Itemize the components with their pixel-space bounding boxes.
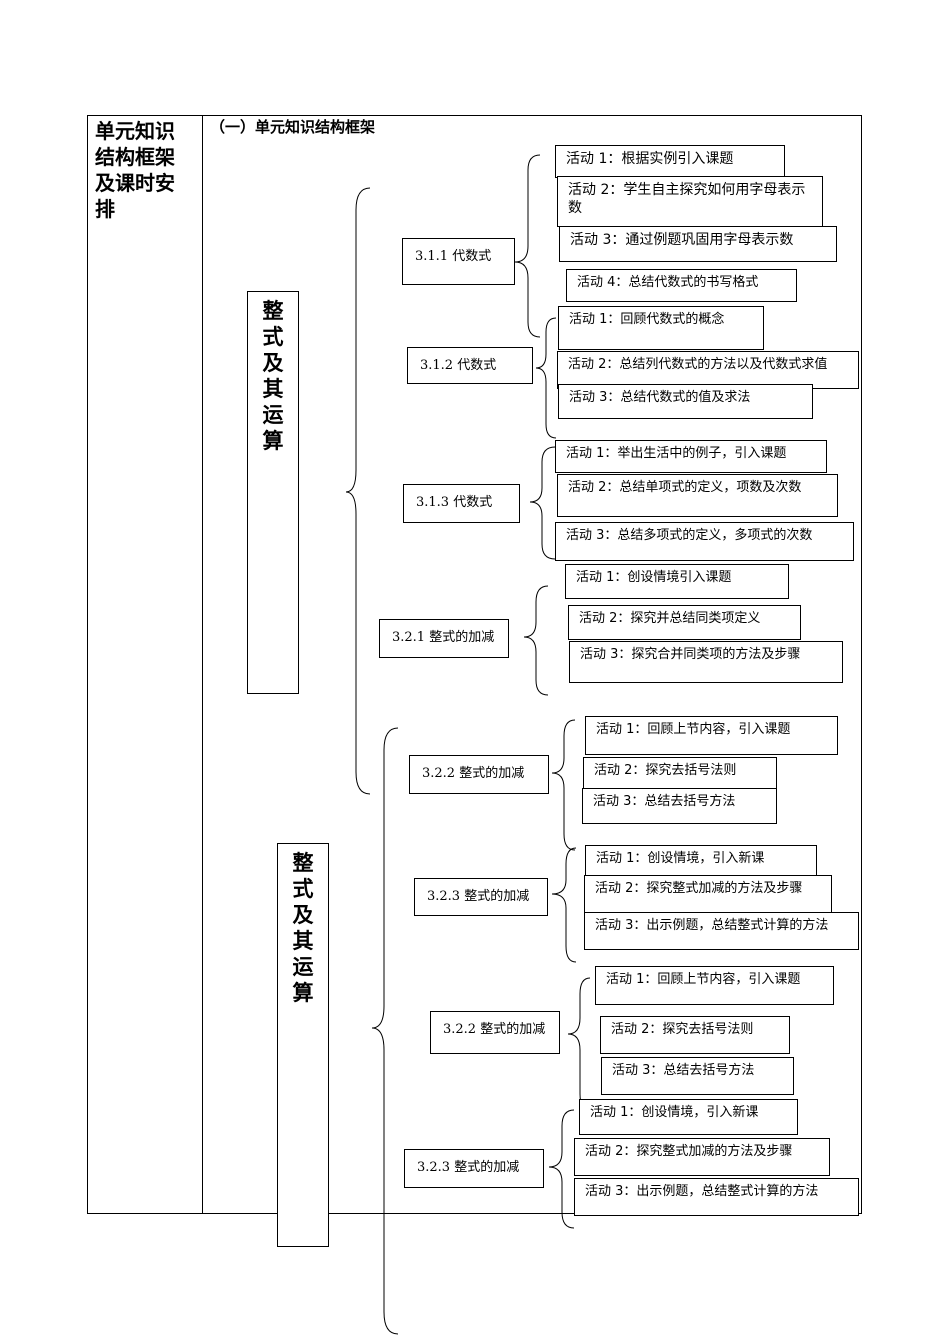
activity-box: 活动 4：总结代数式的书写格式	[566, 269, 797, 302]
main-title-char: 式	[262, 325, 284, 349]
section-heading: （一）单元知识结构框架	[210, 118, 376, 136]
section-brace-313	[529, 446, 556, 560]
activity-box: 活动 3：出示例题，总结整式计算的方法	[584, 912, 859, 950]
main-title-char: 式	[292, 877, 314, 901]
main-title-integral-expressions: 整 式 及 其 运 算	[247, 291, 299, 694]
main-title-char: 整	[292, 851, 314, 875]
activity-box: 活动 1：回顾代数式的概念	[558, 306, 764, 350]
row-header-line: 单元知识	[95, 119, 175, 143]
section-box-3-1-2: 3.1.2 代数式	[407, 347, 533, 384]
section-brace-321	[523, 585, 549, 696]
section-box-3-2-1: 3.2.1 整式的加减	[379, 619, 509, 658]
activity-box: 活动 1：创设情境引入课题	[565, 564, 789, 599]
main-title-char: 运	[292, 955, 314, 979]
activity-box: 活动 2：总结单项式的定义，项数及次数	[557, 474, 838, 517]
activity-box: 活动 1：回顾上节内容，引入课题	[595, 966, 834, 1005]
row-header-line: 排	[95, 197, 115, 221]
table-top-border	[87, 115, 862, 116]
main-title-char: 及	[262, 351, 284, 375]
section-brace-311	[514, 154, 541, 338]
main-title-char: 运	[262, 403, 284, 427]
activity-box: 活动 2：探究整式加减的方法及步骤	[584, 875, 832, 913]
section-box-3-2-3: 3.2.3 整式的加减	[414, 878, 548, 916]
activity-box: 活动 1：举出生活中的例子，引入课题	[555, 440, 827, 473]
row-header: 单元知识 结构框架 及课时安 排	[95, 118, 195, 222]
main-brace-2	[371, 727, 399, 1335]
main-title-char: 及	[292, 903, 314, 927]
main-brace-1	[345, 187, 371, 795]
activity-box: 活动 3：出示例题，总结整式计算的方法	[574, 1178, 859, 1216]
section-box-3-1-3: 3.1.3 代数式	[403, 484, 520, 523]
activity-box: 活动 1：创设情境，引入新课	[579, 1099, 798, 1135]
section-box-3-1-1: 3.1.1 代数式	[402, 238, 515, 285]
table-column-divider	[202, 115, 203, 1214]
activity-box: 活动 2：探究整式加减的方法及步骤	[574, 1138, 830, 1176]
activity-box: 活动 2：探究并总结同类项定义	[568, 605, 801, 640]
main-title-char: 算	[262, 429, 284, 453]
activity-box: 活动 2：探究去括号法则	[600, 1016, 790, 1054]
activity-box: 活动 3：探究合并同类项的方法及步骤	[569, 641, 843, 683]
activity-box: 活动 3：总结多项式的定义，多项式的次数	[555, 522, 854, 561]
activity-box: 活动 3：总结代数式的值及求法	[558, 384, 813, 419]
activity-box: 活动 1：根据实例引入课题	[555, 145, 785, 178]
activity-box: 活动 1：回顾上节内容，引入课题	[585, 716, 838, 755]
section-brace-312	[535, 317, 557, 439]
row-header-line: 结构框架	[95, 145, 175, 169]
section-brace-323a	[551, 847, 577, 963]
main-title-integral-expressions: 整 式 及 其 运 算	[277, 843, 329, 1247]
table-right-border	[861, 115, 862, 1214]
main-title-char: 其	[292, 929, 314, 953]
section-brace-323b	[548, 1109, 575, 1229]
activity-box: 活动 3：总结去括号方法	[582, 788, 777, 824]
section-box-3-2-3: 3.2.3 整式的加减	[404, 1149, 544, 1188]
section-brace-322b	[567, 977, 591, 1111]
table-left-border	[87, 115, 88, 1214]
activity-box: 活动 2：学生自主探究如何用字母表示数	[557, 176, 823, 227]
main-title-char: 整	[262, 299, 284, 323]
table-bottom-border	[87, 1213, 862, 1214]
section-box-3-2-2: 3.2.2 整式的加减	[409, 755, 549, 794]
activity-box: 活动 3：通过例题巩固用字母表示数	[559, 226, 837, 262]
activity-box: 活动 3：总结去括号方法	[601, 1057, 794, 1095]
section-box-3-2-2: 3.2.2 整式的加减	[430, 1011, 560, 1054]
section-brace-322a	[551, 719, 576, 851]
main-title-char: 算	[292, 981, 314, 1005]
row-header-line: 及课时安	[95, 171, 175, 195]
activity-box: 活动 2：总结列代数式的方法以及代数式求值	[557, 351, 859, 389]
main-title-char: 其	[262, 377, 284, 401]
